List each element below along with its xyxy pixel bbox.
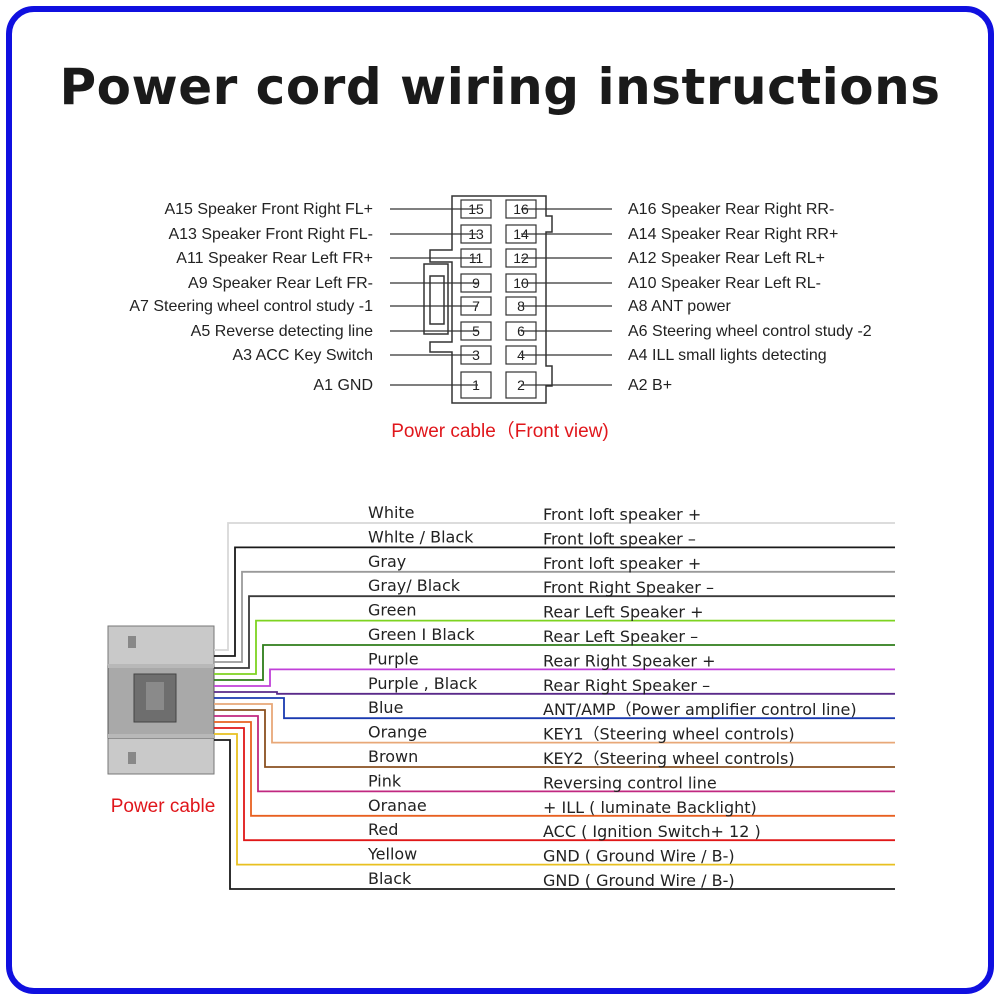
wire-16 [214, 739, 895, 890]
plug-latch [146, 682, 164, 710]
wire-color-label: Red [368, 820, 398, 839]
pin-label-11: A11 Speaker Rear Left FR+ [176, 250, 373, 267]
plug-ridge-2 [108, 734, 214, 738]
wire-function-label: Rear Left Speaker – [543, 627, 698, 646]
plug-notch-top [128, 636, 136, 648]
wire-function-label: Rear Left Speaker + [543, 603, 703, 622]
wire-function-label: Front loft speaker + [543, 554, 701, 573]
wire-color-label: Green I Black [368, 625, 475, 644]
pin-label-5: A5 Reverse detecting line [191, 323, 373, 340]
pin-label-14: A14 Speaker Rear Right RR+ [628, 226, 838, 243]
wire-color-label: Green [368, 601, 416, 620]
pin-label-9: A9 Speaker Rear Left FR- [188, 275, 373, 292]
wire-color-label: White [368, 503, 415, 522]
wire-function-label: Front loft speaker + [543, 505, 701, 524]
wire-4 [214, 595, 895, 669]
wire-function-label: GND ( Ground Wire / B-) [543, 847, 735, 866]
wire-12 [214, 715, 895, 793]
wire-function-label: ANT/AMP（Power amplifier control line) [543, 700, 857, 719]
wire-7 [214, 668, 895, 687]
harness-caption: Power cable [111, 796, 216, 817]
pin-label-12: A12 Speaker Rear Left RL+ [628, 250, 825, 267]
wire-14 [214, 727, 895, 842]
wire-color-label: Pink [368, 771, 402, 790]
pin-label-3: A3 ACC Key Switch [233, 347, 374, 364]
wire-15 [214, 733, 895, 866]
pin-label-15: A15 Speaker Front Right FL+ [164, 201, 373, 218]
wire-function-label: KEY2（Steering wheel controls) [543, 749, 795, 768]
wire-color-label: Brown [368, 747, 418, 766]
pin-label-6: A6 Steering wheel control study -2 [628, 323, 872, 340]
wire-3 [214, 570, 895, 663]
wire-color-label: Gray [368, 552, 406, 571]
wire-color-label: Purple [368, 649, 419, 668]
connector-latch [423, 263, 449, 335]
wire-color-label: Blue [368, 698, 403, 717]
wire-function-label: Reversing control line [543, 773, 717, 792]
wire-function-label: Rear Right Speaker + [543, 651, 716, 670]
wire-color-label: Whlte / Black [368, 527, 474, 546]
wire-function-label: KEY1（Steering wheel controls) [543, 725, 795, 744]
harness-plug [107, 625, 215, 775]
wire-color-label: Orange [368, 723, 427, 742]
wire-function-label: Front Right Speaker – [543, 578, 714, 597]
wire-color-label: Black [368, 869, 412, 888]
wire-function-label: GND ( Ground Wire / B-) [543, 871, 735, 890]
page-frame [6, 6, 994, 994]
connector-caption: Power cable（Front view) [391, 420, 609, 442]
wire-color-label: Yellow [367, 845, 417, 864]
wire-function-label: Rear Right Speaker – [543, 676, 710, 695]
wire-8 [214, 691, 895, 695]
pin-label-8: A8 ANT power [628, 298, 732, 315]
wire-6 [214, 644, 895, 681]
wire-9 [214, 697, 895, 720]
pin-label-13: A13 Speaker Front Right FL- [168, 226, 373, 243]
page-title: Power cord wiring instructions [59, 58, 941, 116]
plug-ridge-1 [108, 664, 214, 668]
wire-color-label: Purple , Black [368, 674, 478, 693]
wire-function-label: Front loft speaker – [543, 529, 696, 548]
plug-notch-bottom [128, 752, 136, 764]
wire-color-label: Gray/ Black [368, 576, 461, 595]
pin-label-1: A1 GND [313, 377, 373, 394]
wire-color-label: Oranae [368, 796, 427, 815]
pin-label-7: A7 Steering wheel control study -1 [129, 298, 373, 315]
wire-1 [214, 522, 895, 651]
wire-function-label: + ILL ( luminate Backlight) [543, 798, 757, 817]
pin-label-2: A2 B+ [628, 377, 672, 394]
plug-body-bottom [107, 737, 215, 775]
wire-5 [214, 619, 895, 675]
pin-label-10: A10 Speaker Rear Left RL- [628, 275, 821, 292]
wire-function-label: ACC ( Ignition Switch+ 12 ) [543, 822, 761, 841]
wire-13 [214, 721, 895, 817]
wire-11 [214, 709, 895, 768]
plug-body-top [107, 625, 215, 667]
pin-label-4: A4 ILL small lights detecting [628, 347, 827, 364]
pin-label-16: A16 Speaker Rear Right RR- [628, 201, 834, 218]
wire-10 [214, 703, 895, 744]
wire-2 [214, 546, 895, 657]
